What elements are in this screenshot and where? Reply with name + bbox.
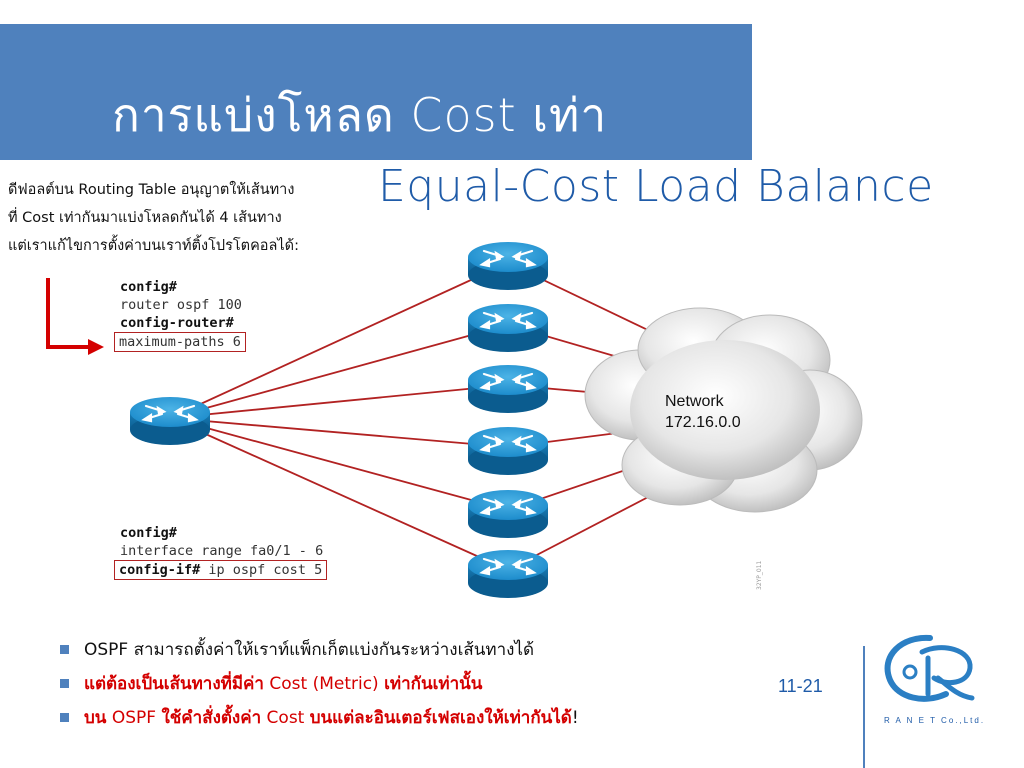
- network-label: Network 172.16.0.0: [665, 391, 741, 433]
- footer-divider: [863, 646, 865, 768]
- code-line: config-router#: [120, 315, 234, 331]
- ranet-logo-icon: [884, 634, 975, 702]
- links-main-to-routers: [169, 262, 509, 571]
- bullet-text: บน OSPF ใช้คำสั่งตั้งค่า Cost บนแต่ละอิน…: [84, 708, 579, 728]
- callout-arrow: [46, 278, 90, 349]
- description-line-2: ที่ Cost เท่ากันมาแบ่งโหลดกันได้ 4 เส้นท…: [8, 210, 282, 226]
- code-block-bottom: config# interface range fa0/1 - 6 config…: [114, 524, 328, 580]
- main-router-icon: [128, 395, 212, 447]
- code-prompt: config-if#: [119, 562, 201, 578]
- bullet-square-icon: [60, 679, 69, 688]
- router-icon-2: [466, 302, 550, 354]
- code-line: config#: [120, 525, 177, 541]
- bullet-text: OSPF สามารถตั้งค่าให้เราท์แพ็กเก็ตแบ่งกั…: [84, 640, 535, 660]
- bullet-item: บน OSPF ใช้คำสั่งตั้งค่า Cost บนแต่ละอิน…: [60, 701, 800, 735]
- code-line: router ospf 100: [120, 297, 242, 313]
- network-label-line-2: 172.16.0.0: [665, 414, 741, 431]
- figure-code: 32YP_011: [756, 560, 763, 590]
- code-block-top: config# router ospf 100 config-router# m…: [114, 278, 246, 352]
- logo-text: R A N E T Co.,Ltd.: [884, 716, 986, 725]
- ospf-cost-highlight: config-if# ip ospf cost 5: [114, 560, 328, 580]
- slide-title-thai: การแบ่งโหลด Cost เท่า: [112, 88, 608, 142]
- code-line: interface range fa0/1 - 6: [120, 543, 324, 559]
- bullet-item: แต่ต้องเป็นเส้นทางที่มีค่า Cost (Metric)…: [60, 667, 800, 701]
- page-number: 11-21: [778, 676, 823, 696]
- slide-title-english: Equal-Cost Load Balance: [378, 161, 934, 212]
- header-band: [0, 24, 752, 160]
- bullet-item: OSPF สามารถตั้งค่าให้เราท์แพ็กเก็ตแบ่งกั…: [60, 633, 800, 667]
- router-icon-3: [466, 363, 550, 415]
- description-line-3: แต่เราแก้ไขการตั้งค่าบนเราท์ติ้งโปรโตคอล…: [8, 238, 299, 254]
- network-diagram: [46, 240, 863, 600]
- callout-arrowhead: [88, 339, 104, 355]
- router-icon-6: [466, 548, 550, 600]
- bullet-square-icon: [60, 645, 69, 654]
- network-label-line-1: Network: [665, 393, 724, 410]
- router-icon-1: [466, 240, 550, 292]
- description-text: ดีฟอลต์บน Routing Table อนุญาตให้เส้นทาง…: [8, 176, 299, 260]
- router-icon-5: [466, 488, 550, 540]
- code-command: ip ospf cost 5: [200, 562, 323, 578]
- router-icon-4: [466, 425, 550, 477]
- maximum-paths-highlight: maximum-paths 6: [114, 332, 246, 352]
- code-line: config#: [120, 279, 177, 295]
- description-line-1: ดีฟอลต์บน Routing Table อนุญาตให้เส้นทาง: [8, 182, 295, 198]
- bullet-square-icon: [60, 713, 69, 722]
- bullet-list: OSPF สามารถตั้งค่าให้เราท์แพ็กเก็ตแบ่งกั…: [60, 633, 800, 735]
- network-cloud: [584, 307, 863, 513]
- bullet-text: แต่ต้องเป็นเส้นทางที่มีค่า Cost (Metric)…: [84, 674, 483, 694]
